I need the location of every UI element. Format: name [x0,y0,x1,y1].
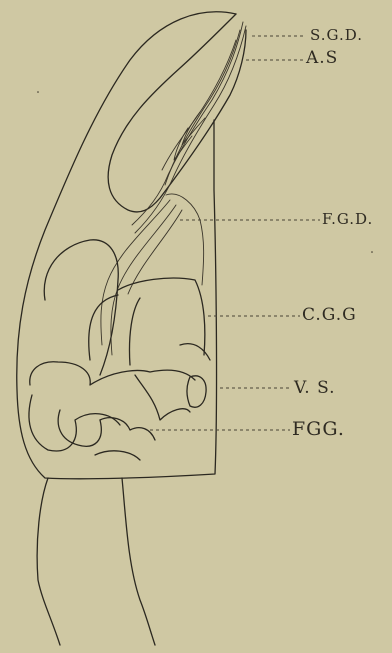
lower-cell-row-1 [30,362,195,385]
label-cgg: C.G.G [302,307,357,324]
label-fgd: F.G.D. [322,212,373,227]
lower-cell-row-6 [95,451,140,460]
descending-duct-b [111,205,176,355]
gland-right-lobe [180,344,210,360]
lower-cell-row-2 [29,395,120,451]
stalk-right [122,478,155,645]
descending-duct-c [128,210,182,294]
upper-lobe-outline [108,14,246,212]
gland-central-lobe [89,295,140,365]
seminal-vesicle [187,376,206,407]
speck [371,251,373,253]
gland-left-lobe [44,240,118,375]
label-as: A.S [306,50,338,67]
inner-curve [166,194,204,285]
label-vs: V. S. [294,380,336,397]
lower-cell-row-5 [135,375,190,420]
lower-cell-row-3 [58,410,101,446]
label-sgd: S.G.D. [310,28,363,43]
duct-1 [132,22,243,225]
stalk-left [37,478,60,645]
duct-3 [165,30,240,185]
speck [37,91,39,93]
lower-cell-row-4 [100,418,155,440]
label-fgg: FGG. [292,420,345,439]
